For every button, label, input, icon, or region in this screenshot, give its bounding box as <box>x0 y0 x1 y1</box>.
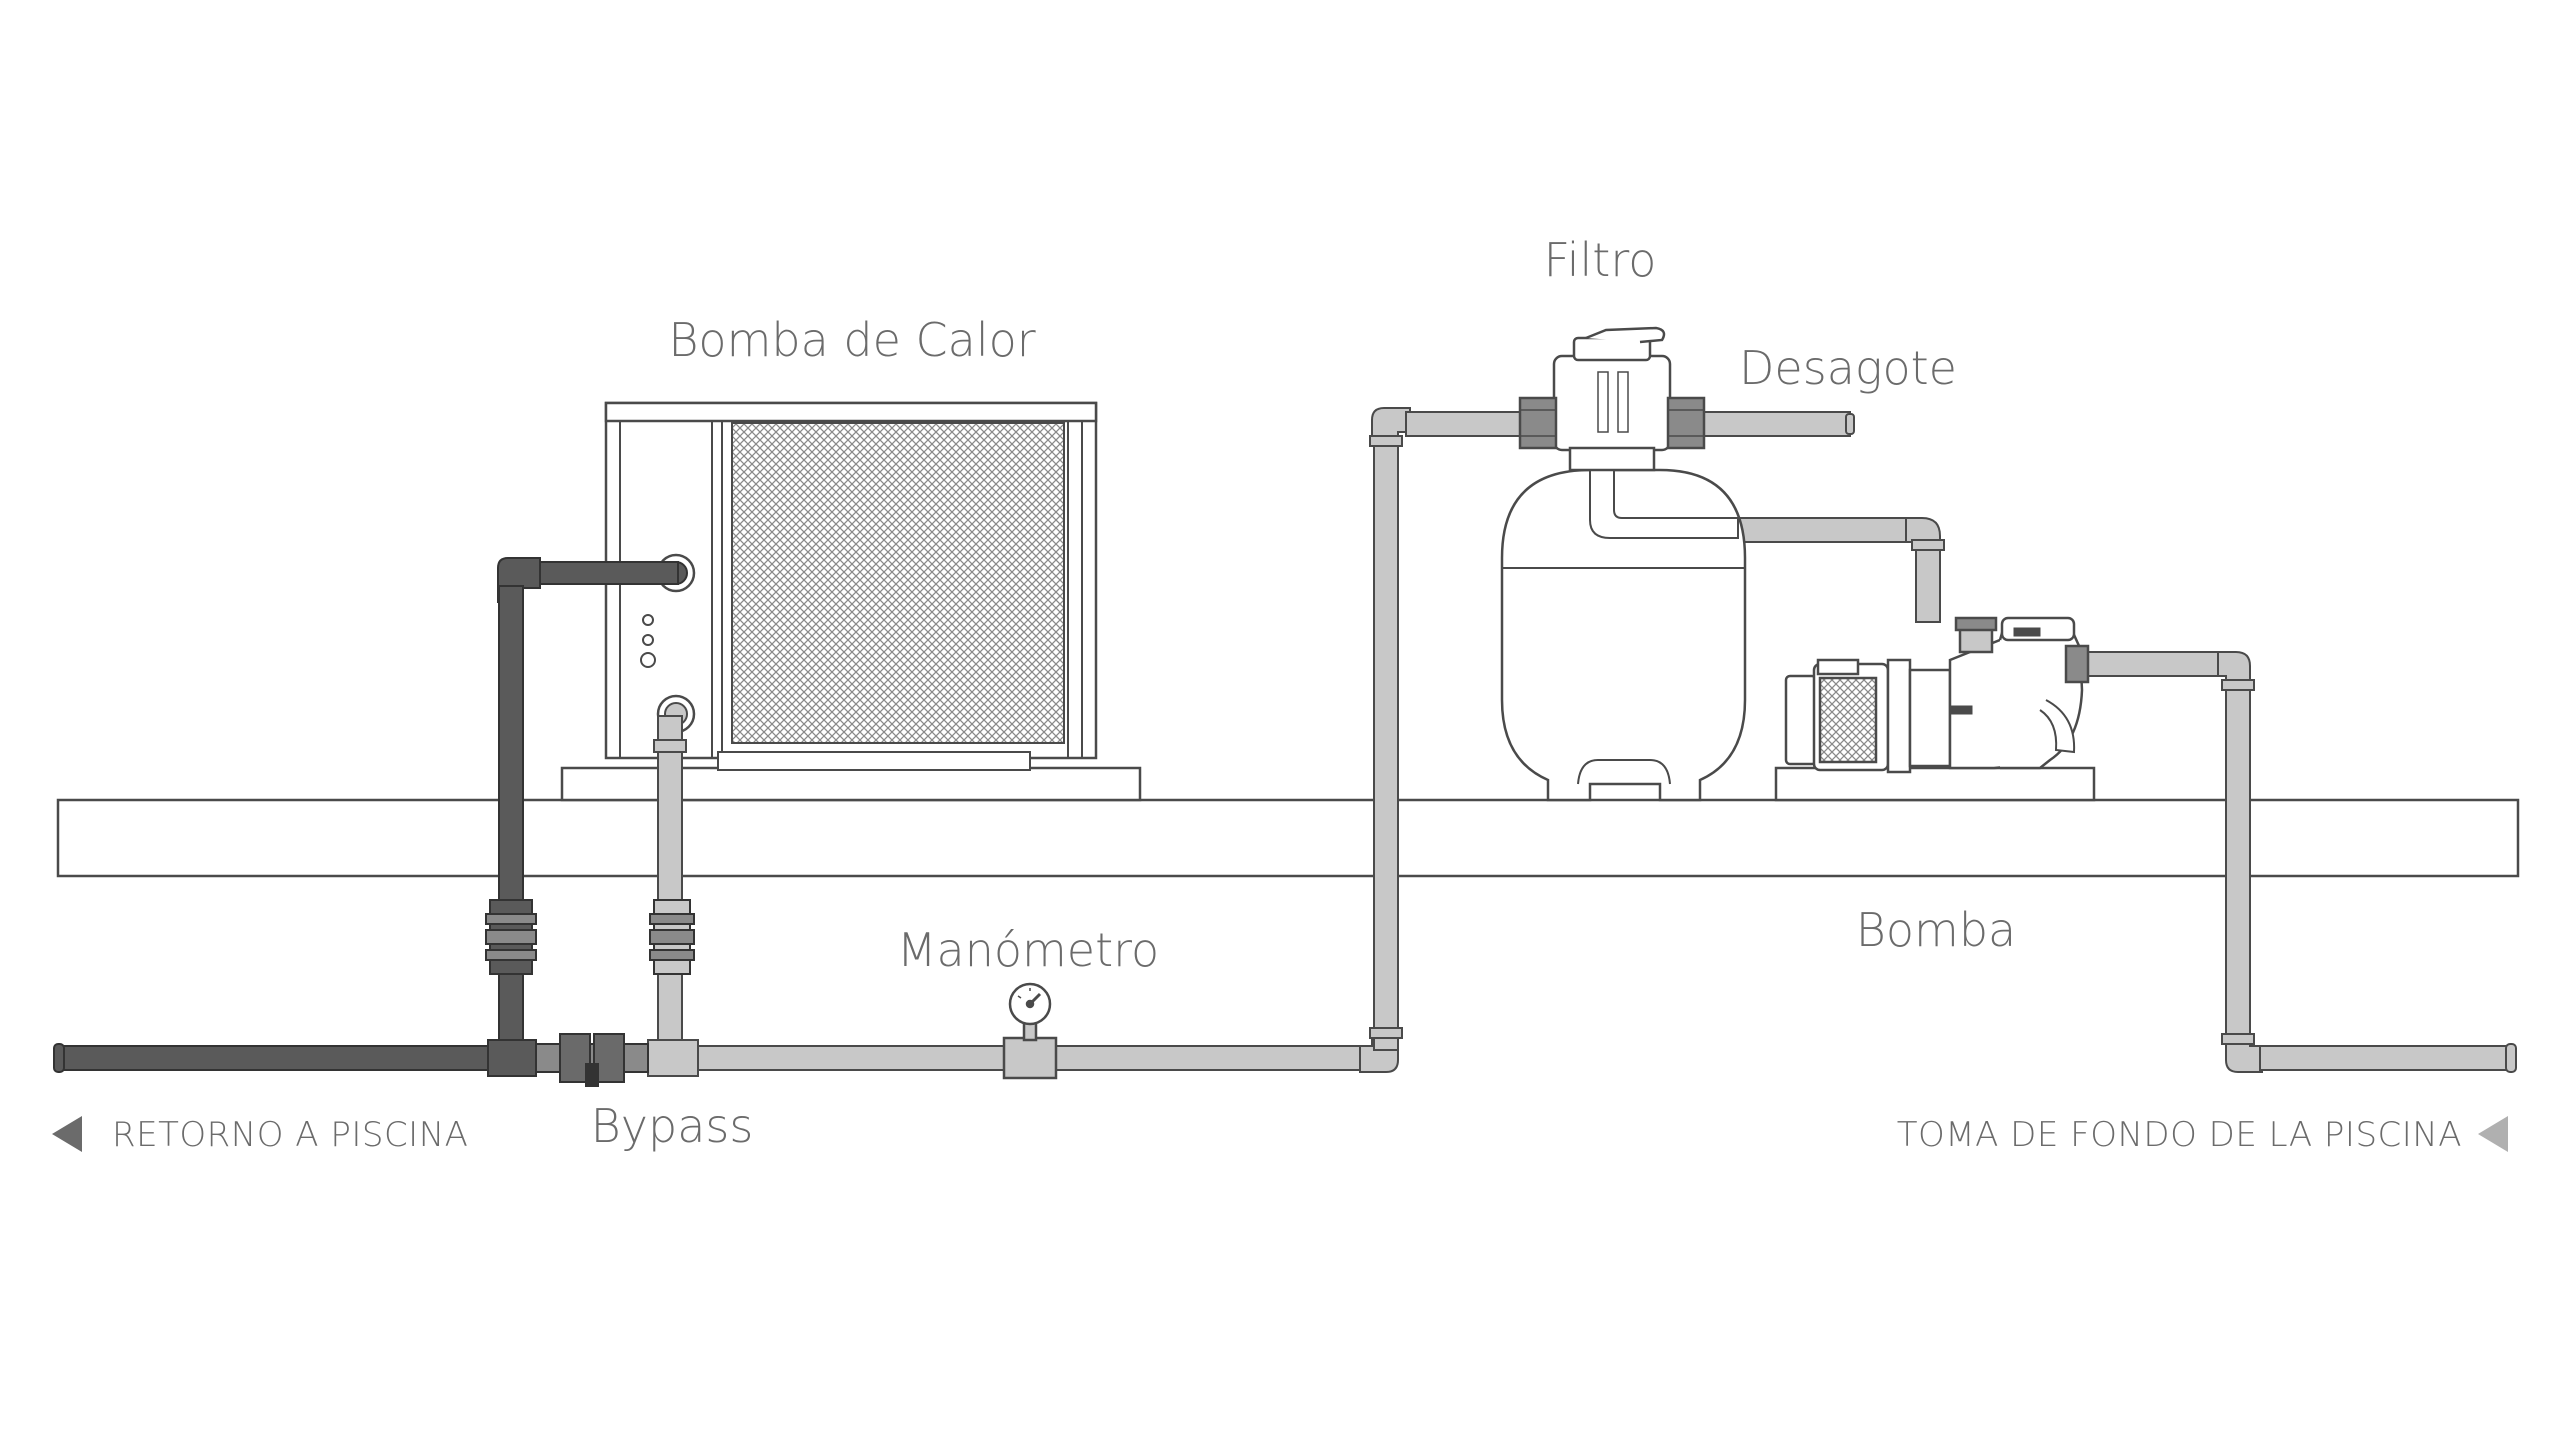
pipe-joints <box>1369 435 2255 1045</box>
filtro-label: Filtro <box>1544 233 1657 287</box>
manometro-label: Manómetro <box>897 923 1159 977</box>
retorno-label: RETORNO A PISCINA <box>112 1115 468 1155</box>
manometro-gauge <box>1002 982 1058 1080</box>
bypass-label: Bypass <box>591 1099 754 1153</box>
bomba-label: Bomba <box>1856 903 2016 957</box>
retorno-arrow-icon <box>52 1116 82 1152</box>
return-union-fitting <box>485 899 537 975</box>
water-pump <box>1774 616 2096 802</box>
pump-base <box>1774 766 2096 802</box>
bypass-tee <box>647 1039 699 1077</box>
ground-slab <box>56 798 2520 878</box>
return-pipes <box>53 557 679 1077</box>
inlet-union-fitting <box>649 899 695 975</box>
heat-pump-base <box>560 766 1142 802</box>
sand-filter <box>1500 326 1747 802</box>
desagote-label: Desagote <box>1739 341 1957 395</box>
bypass-valve <box>535 1033 649 1087</box>
heat-pump-grille <box>731 422 1065 744</box>
filter-valve-handle-icon <box>1585 326 1666 344</box>
heat-pump-unit <box>560 401 1142 802</box>
toma-arrow-icon <box>2478 1116 2508 1152</box>
bomba-de-calor-label: Bomba de Calor <box>668 313 1035 367</box>
filter-valve-body <box>1552 354 1672 452</box>
toma-label: TOMA DE FONDO DE LA PISCINA <box>1897 1115 2462 1155</box>
